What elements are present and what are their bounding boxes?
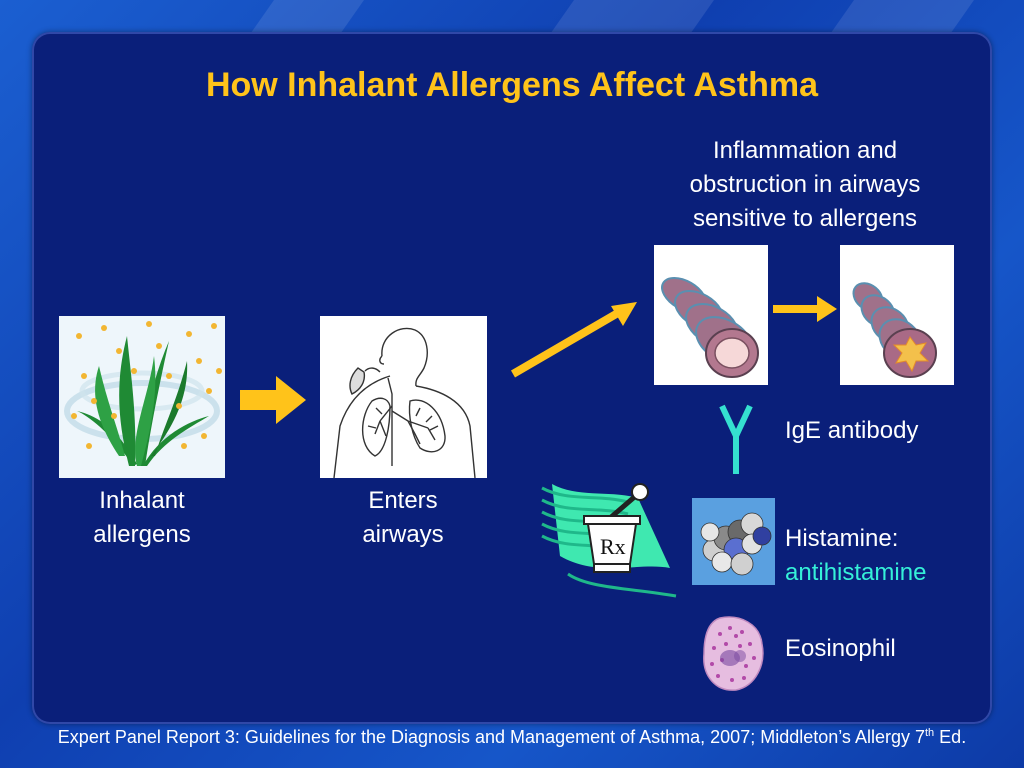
footer-superscript: th (924, 727, 935, 739)
person-lungs-icon (320, 316, 487, 478)
caption-line-1: Inflammation and (712, 137, 898, 164)
footer-end: Ed. (934, 727, 967, 747)
caption-line-2: obstruction in airways (689, 171, 921, 198)
airway-tube-icon (654, 245, 768, 385)
airways-line-1: Enters (368, 487, 438, 514)
histamine-text: Histamine: (785, 525, 899, 552)
inflammation-caption: Inflammation and obstruction in airways … (650, 134, 960, 236)
eosinophil-label: Eosinophil (785, 635, 896, 662)
inhalant-allergens-label: Inhalant allergens (52, 484, 232, 552)
histamine-molecule-icon (692, 498, 775, 585)
mortar-pestle-rx-icon: Rx (541, 483, 677, 598)
footer-text: Expert Panel Report 3: Guidelines for th… (57, 727, 925, 747)
eosinophil-cell-icon (703, 616, 764, 691)
inhalant-line-2: allergens (93, 521, 191, 548)
arrow-up-right-icon (510, 302, 637, 378)
slide-title: How Inhalant Allergens Affect Asthma (205, 66, 819, 104)
ige-antibody-icon (719, 404, 753, 474)
arrow-right-icon (240, 376, 306, 424)
rx-symbol: Rx (600, 534, 626, 559)
caption-line-3: sensitive to allergens (692, 205, 918, 232)
inflamed-airway-icon (840, 245, 954, 385)
ige-antibody-label: IgE antibody (785, 417, 919, 444)
antihistamine-text: antihistamine (785, 559, 927, 586)
airways-line-2: airways (362, 521, 444, 548)
histamine-label: Histamine: antihistamine (785, 522, 926, 590)
plant-with-pollen-icon (59, 316, 225, 478)
footer-citation: Expert Panel Report 3: Guidelines for th… (0, 727, 1024, 748)
inhalant-line-1: Inhalant (99, 487, 185, 514)
arrow-right-icon (773, 296, 837, 322)
enters-airways-label: Enters airways (313, 484, 493, 552)
